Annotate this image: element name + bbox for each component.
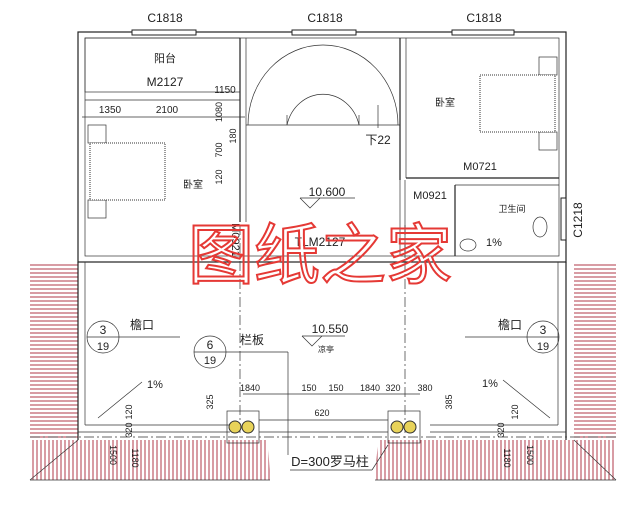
dimension: 1840 [360, 383, 380, 393]
dimension: 150 [301, 383, 316, 393]
dimension: 2100 [156, 105, 179, 116]
watermark: 图纸之家 [188, 217, 452, 294]
door-label: M0721 [463, 161, 497, 173]
dimension: 1180 [502, 448, 512, 467]
elevation-label: 10.550 [312, 322, 349, 336]
dimension: 700 [214, 142, 224, 157]
dimension: 320 [124, 422, 134, 437]
window-label: C1818 [147, 11, 183, 25]
windows [131, 29, 567, 241]
window-label: C1218 [571, 202, 585, 238]
dimension: 120 [124, 404, 134, 419]
door-label: M2127 [147, 75, 184, 89]
door-label: M0921 [413, 190, 447, 202]
dimension: 320 [496, 422, 506, 437]
slope-arrow [97, 381, 143, 419]
spiral-stair [247, 44, 399, 126]
room-label-bathroom: 卫生间 [498, 203, 525, 214]
detail-sheet: 19 [97, 341, 109, 353]
detail-number: 3 [100, 323, 107, 337]
elevation-label: 10.600 [309, 185, 346, 199]
dimension: 325 [205, 394, 215, 409]
dimension: 150 [328, 383, 343, 393]
dimension: 1500 [108, 445, 118, 465]
dimension: 120 [510, 404, 520, 419]
dimension: 380 [417, 383, 432, 393]
room-label-bedroom: 卧室 [183, 178, 203, 191]
dimension: 1080 [214, 102, 224, 122]
dimension: 180 [228, 128, 238, 143]
detail-sheet: 19 [537, 341, 549, 353]
parapet-label: 栏板 [240, 332, 264, 347]
eave-label: 檐口 [498, 318, 522, 332]
slope-arrow [502, 379, 551, 419]
grid-lines [30, 225, 616, 440]
bed-right [479, 56, 558, 151]
column-note: D=300罗马柱 [291, 454, 369, 469]
dimension: 1180 [130, 448, 140, 467]
dimension: 1500 [525, 445, 535, 465]
slope-label: 1% [486, 237, 502, 249]
door-label: M0921 [229, 223, 241, 257]
stair-label: 下22 [365, 133, 391, 147]
room-label-balcony: 阳台 [154, 51, 176, 65]
dimension: 320 [385, 383, 400, 393]
walls [77, 31, 567, 440]
toilet [459, 216, 548, 252]
terrace-label: 凉亭 [318, 344, 334, 354]
dimension: 385 [444, 394, 454, 409]
dimension: 620 [314, 408, 329, 418]
slope-label: 1% [147, 379, 163, 391]
bed-left [87, 124, 166, 219]
window-label: C1818 [466, 11, 502, 25]
columns [226, 410, 421, 444]
dimension: 1350 [99, 105, 122, 116]
detail-number: 3 [540, 323, 547, 337]
dimension: 1840 [240, 383, 260, 393]
dimension: 1150 [214, 85, 236, 96]
elevation-marker [301, 335, 345, 347]
detail-sheet: 19 [204, 355, 216, 367]
roof-hatch [29, 262, 617, 481]
eave-label: 檐口 [130, 318, 154, 332]
dimension: 120 [214, 169, 224, 184]
window-label: C1818 [307, 11, 343, 25]
elevation-marker [299, 197, 355, 209]
slope-label: 1% [482, 378, 498, 390]
door-label: TLM2127 [295, 235, 346, 249]
detail-number: 6 [207, 338, 214, 352]
room-label-bedroom: 卧室 [435, 96, 455, 109]
